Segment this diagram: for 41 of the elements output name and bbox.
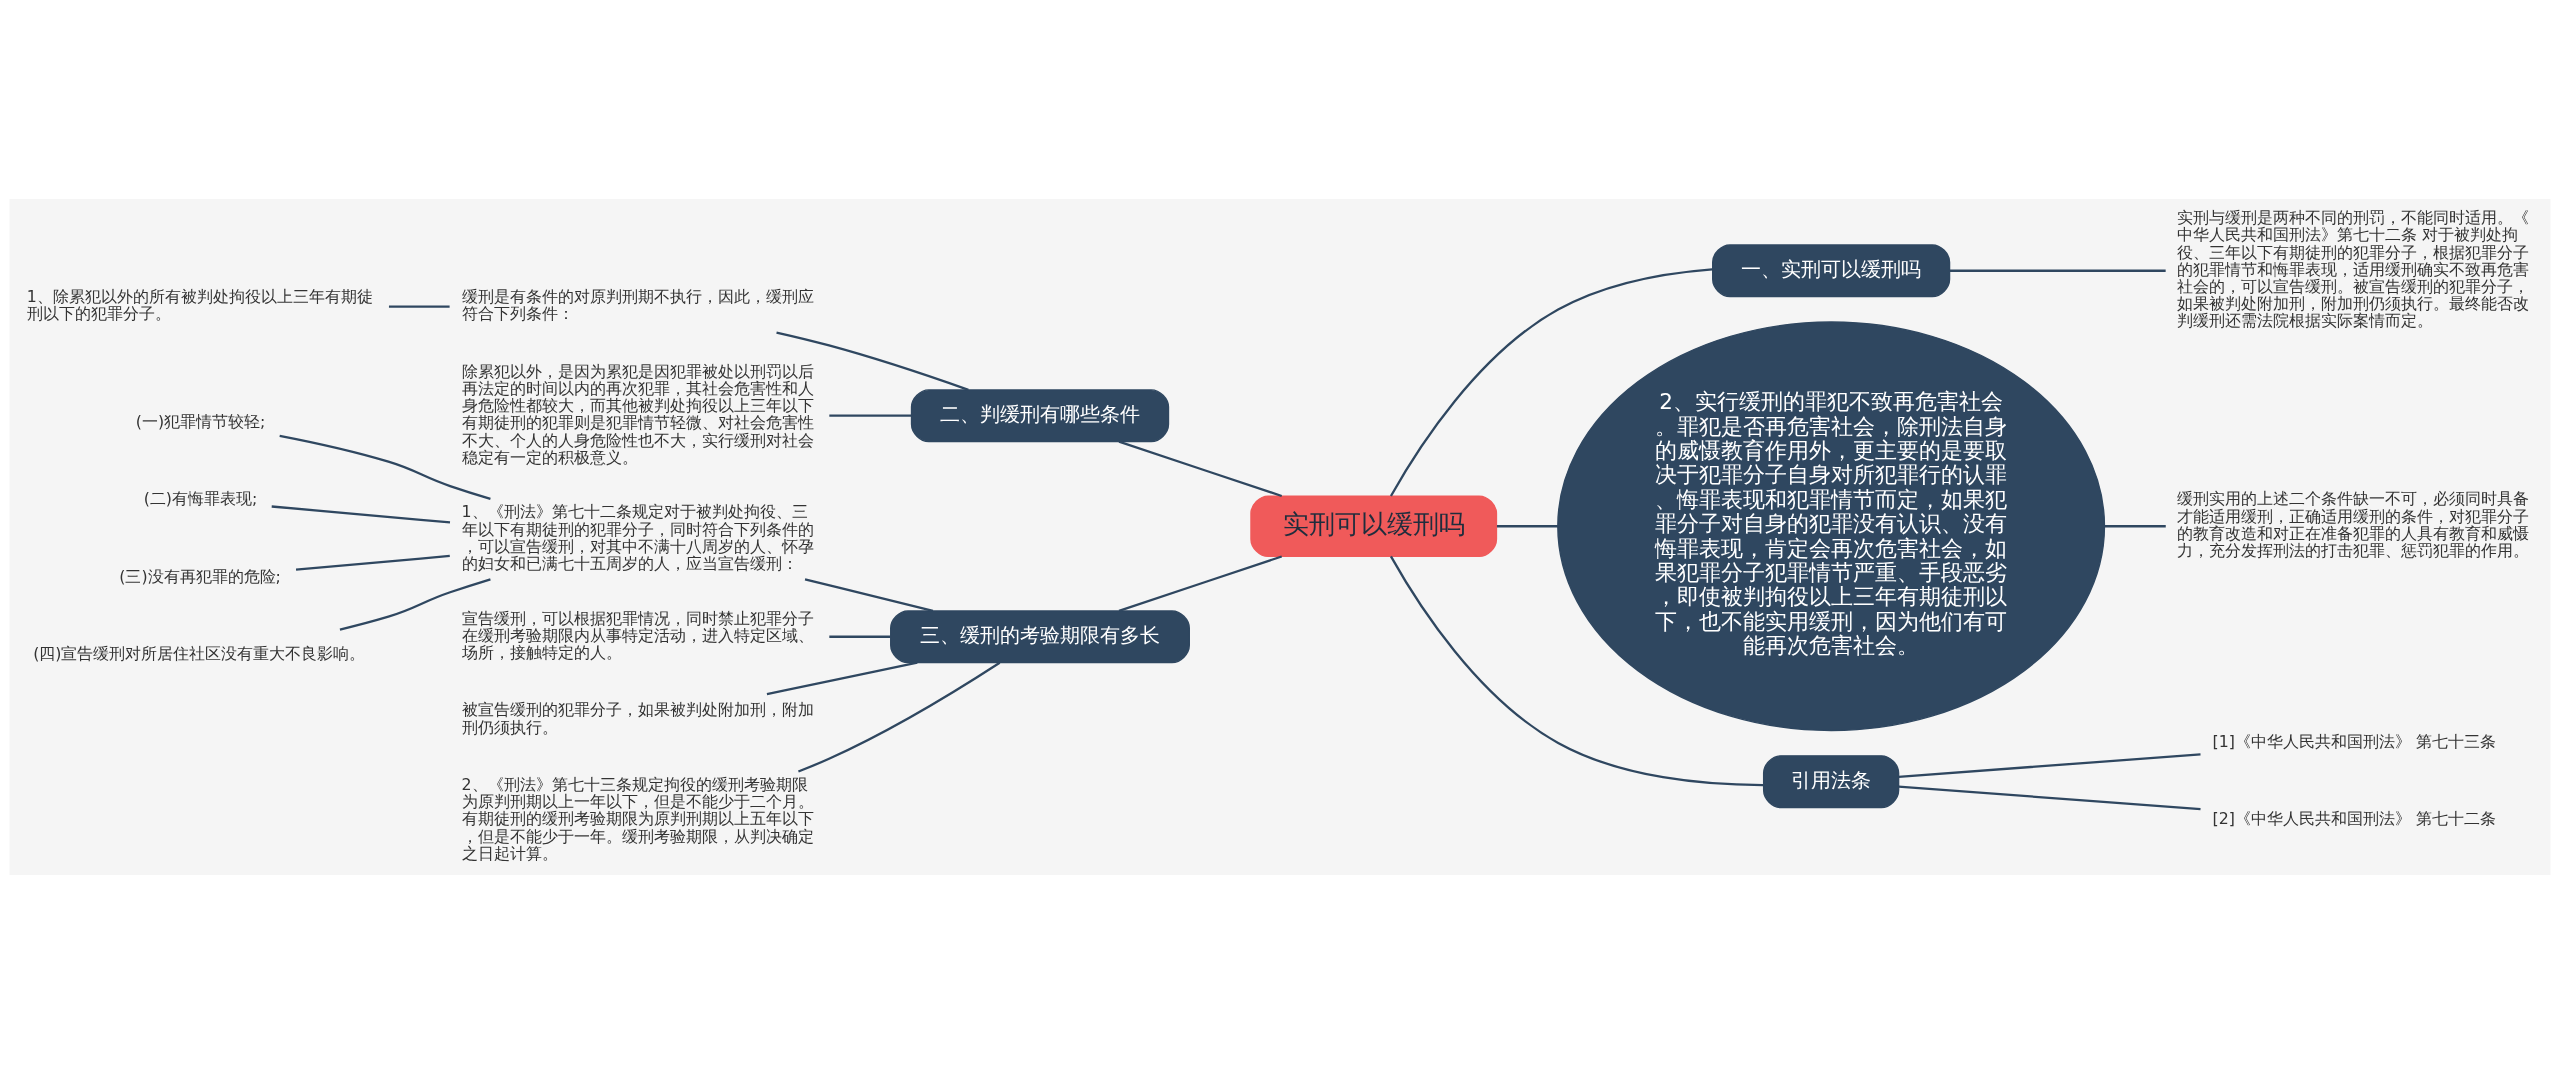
connector xyxy=(776,330,969,391)
connector xyxy=(1118,554,1283,612)
node-box: 实刑可以缓刑吗 xyxy=(1250,494,1498,557)
node-box: 一、实刑可以缓刑吗 xyxy=(1712,243,1951,297)
node-box: 三、缓刑的考验期限有多长 xyxy=(890,609,1190,663)
node-text: (二)有悔罪表现; xyxy=(143,488,258,508)
connector xyxy=(2104,524,2166,527)
node-text: 实刑与缓刑是两种不同的刑罚，不能同时适用。《中华人民共和国刑法》第七十二条 对于被判处拘役、三年以下有期徒刑的犯罪分子，根据犯罪分子的犯罪情节和悔罪表现，适用缓刑确实不致再危害社会的，可以宣告缓刑。被宣告缓刑的犯罪分子，如果被判处附加刑，附加刑仍须执行。最终能否改判缓刑还需法院根据实际案情而定。 xyxy=(2177,207,2530,330)
node-text: 被宣告缓刑的犯罪分子，如果被判处附加刑，附加刑仍须执行。 xyxy=(461,699,814,737)
node-text: 宣告缓刑，可以根据犯罪情况，同时禁止犯罪分子在缓刑考验期限内从事特定活动，进入特定区域、场所，接触特定的人。 xyxy=(461,608,814,662)
node-text: 缓刑实用的上述二个条件缺一不可，必须同时具备才能适用缓刑，正确适用缓刑的条件，对犯罪分子的教育改造和对正在准备犯罪的人具有教育和威慑力，充分发挥刑法的打击犯罪、惩罚犯罪的作用。 xyxy=(2177,488,2530,560)
connector xyxy=(798,661,1001,773)
node-text: 2、《刑法》第七十三条规定拘役的缓刑考验期限为原判刑期以上一年以下，但是不能少于二个月。有期徒刑的缓刑考验期限为原判刑期以上五年以下，但是不能少于一年。缓刑考验期限，从判决确定之日起计算。 xyxy=(461,774,814,863)
connector xyxy=(271,504,451,524)
node-text: 除累犯以外，是因为累犯是因犯罪被处以刑罚以后再法定的时间以内的再次犯罪，其社会危害性和人身危险性都较大，而其他被判处拘役以上三年以下有期徒刑的犯罪则是犯罪情节轻微、对社会危害性不大、个人的人身危险性也不大，实行缓刑对社会稳定有一定的积极意义。 xyxy=(461,361,814,467)
connector xyxy=(1389,267,1713,497)
connector xyxy=(339,577,491,631)
connector xyxy=(829,635,891,638)
connector xyxy=(1898,752,2201,778)
node-text: 缓刑是有条件的对原判刑期不执行，因此，缓刑应符合下列条件： xyxy=(461,286,814,323)
connector xyxy=(1496,524,1559,527)
node-text: (三)没有再犯罪的危险; xyxy=(119,566,281,586)
connector xyxy=(295,554,450,571)
node-text: 1、除累犯以外的所有被判处拘役以上三年有期徒刑以下的犯罪分子。 xyxy=(26,286,373,323)
connector xyxy=(388,305,450,308)
node-text: (四)宣告缓刑对所居住社区没有重大不良影响。 xyxy=(33,643,366,663)
connector xyxy=(766,661,918,695)
connector xyxy=(279,434,491,500)
node-text: 1、《刑法》第七十二条规定对于被判处拘役、三年以下有期徒刑的犯罪分子，同时符合下列条件的，可以宣告缓刑，对其中不满十八周岁的人、怀孕的妇女和已满七十五周岁的人，应当宣告缓刑： xyxy=(461,501,814,573)
node-text: [2]《中华人民共和国刑法》 第七十二条 xyxy=(2212,808,2496,828)
connector xyxy=(1118,440,1283,497)
node-ellipse: 2、实行缓刑的罪犯不致再危害社会。罪犯是否再危害社会，除刑法自身的威慑教育作用外，更主要的是要取决于犯罪分子自身对所犯罪行的认罪、悔罪表现和犯罪情节而定，如果犯罪分子对自身的犯罪没有认识、没有悔罪表现，肯定会再次危害社会，如果犯罪分子犯罪情节严重、手段恶劣，即使被判拘役以上三年有期徒刑以下，也不能实用缓刑，因为他们有可能再次危害社会。 xyxy=(1557,320,2106,731)
node-text: [1]《中华人民共和国刑法》 第七十三条 xyxy=(2212,731,2496,751)
node-text: (一)犯罪情节较轻; xyxy=(135,411,266,431)
node-box: 引用法条 xyxy=(1762,754,1900,808)
connector xyxy=(1949,269,2166,272)
node-box: 二、判缓刑有哪些条件 xyxy=(910,388,1170,442)
connector xyxy=(1898,784,2201,810)
connector xyxy=(804,577,934,612)
connector xyxy=(1389,555,1764,786)
connector xyxy=(829,414,912,417)
